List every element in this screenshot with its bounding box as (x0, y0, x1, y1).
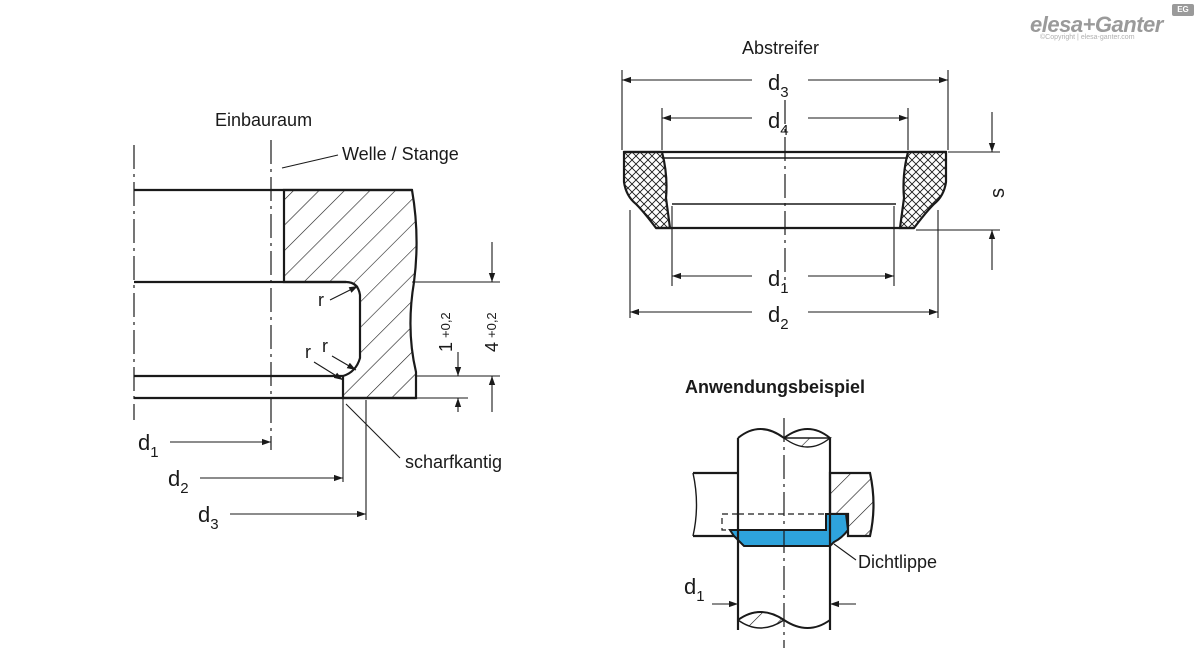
wiper-section-right (898, 150, 948, 230)
right-d2-sub: 2 (780, 316, 788, 333)
dim-small-tolerance: +0,2 (438, 312, 453, 338)
radius-label-right: r (322, 336, 328, 356)
shaft-label: Welle / Stange (342, 144, 459, 164)
wiper-section-left (622, 150, 672, 230)
left-d3-sub: 3 (210, 516, 218, 533)
example-d1-base: d (684, 574, 696, 599)
right-d2-base: d (768, 302, 780, 327)
abstreifer-title: Abstreifer (742, 38, 819, 58)
radius-arrow-right (331, 355, 357, 371)
brand-badge: EG (1172, 4, 1194, 16)
plate-break-left (692, 472, 698, 537)
example-d1-label: d1 (684, 574, 705, 605)
left-d2-base: d (168, 466, 180, 491)
radius-arrow-top (329, 285, 359, 301)
dim-large-tolerance: +0,2 (484, 312, 499, 338)
radius-arrow-left (313, 361, 344, 381)
right-d3-label: d3 (768, 70, 789, 101)
example-title: Anwendungsbeispiel (685, 377, 865, 397)
right-d1-sub: 1 (780, 280, 788, 297)
example-d1-sub: 1 (696, 588, 704, 605)
sharp-edge-label: scharfkantig (405, 452, 502, 472)
left-d1-label: d1 (138, 430, 159, 461)
sharp-edge-leader (345, 403, 401, 459)
dim-small-text: 1 +0,2 (436, 312, 456, 352)
right-d3-sub: 3 (780, 84, 788, 101)
rod-break-bottom-section (736, 611, 786, 629)
radius-label-mid: r (305, 342, 311, 362)
shaft-leader (281, 154, 339, 169)
lip-label: Dichtlippe (858, 552, 937, 572)
left-d2-sub: 2 (180, 480, 188, 497)
wiper-view: Abstreifer d3 d4 d1 d2 (621, 38, 1009, 333)
hidden-groove-left (721, 513, 738, 531)
application-example: Anwendungsbeispiel Dichtlippe d1 (684, 377, 937, 648)
left-d3-label: d3 (198, 502, 219, 533)
dim-large-value: 4 (482, 342, 502, 352)
lip-leader (833, 543, 857, 561)
dim-small-value: 1 (436, 342, 456, 352)
right-d4-base: d (768, 108, 780, 133)
dim-large-text: 4 +0,2 (482, 312, 502, 352)
brand-logo-text: elesa+Ganter (1030, 12, 1163, 37)
right-d4-sub: 4 (780, 122, 788, 139)
wiper-seal (728, 513, 850, 547)
left-d1-sub: 1 (150, 444, 158, 461)
left-d2-label: d2 (168, 466, 189, 497)
radius-label-top: r (318, 290, 324, 310)
brand-copyright: ©Copyright | elesa-ganter.com (1040, 34, 1135, 41)
rod-break-top-section (781, 437, 832, 448)
installation-space-view: Einbauraum Welle / Stange r r r scharfka… (133, 110, 502, 533)
right-d1-base: d (768, 266, 780, 291)
right-d3-base: d (768, 70, 780, 95)
right-d2-label: d2 (768, 302, 789, 333)
s-label: s (987, 188, 1009, 198)
brand-logo: elesa+Ganter EG ©Copyright | elesa-gante… (1030, 4, 1198, 44)
left-d3-base: d (198, 502, 210, 527)
right-d1-label: d1 (768, 266, 789, 297)
einbauraum-title: Einbauraum (215, 110, 312, 130)
right-d4-label: d4 (768, 108, 789, 139)
left-d1-base: d (138, 430, 150, 455)
